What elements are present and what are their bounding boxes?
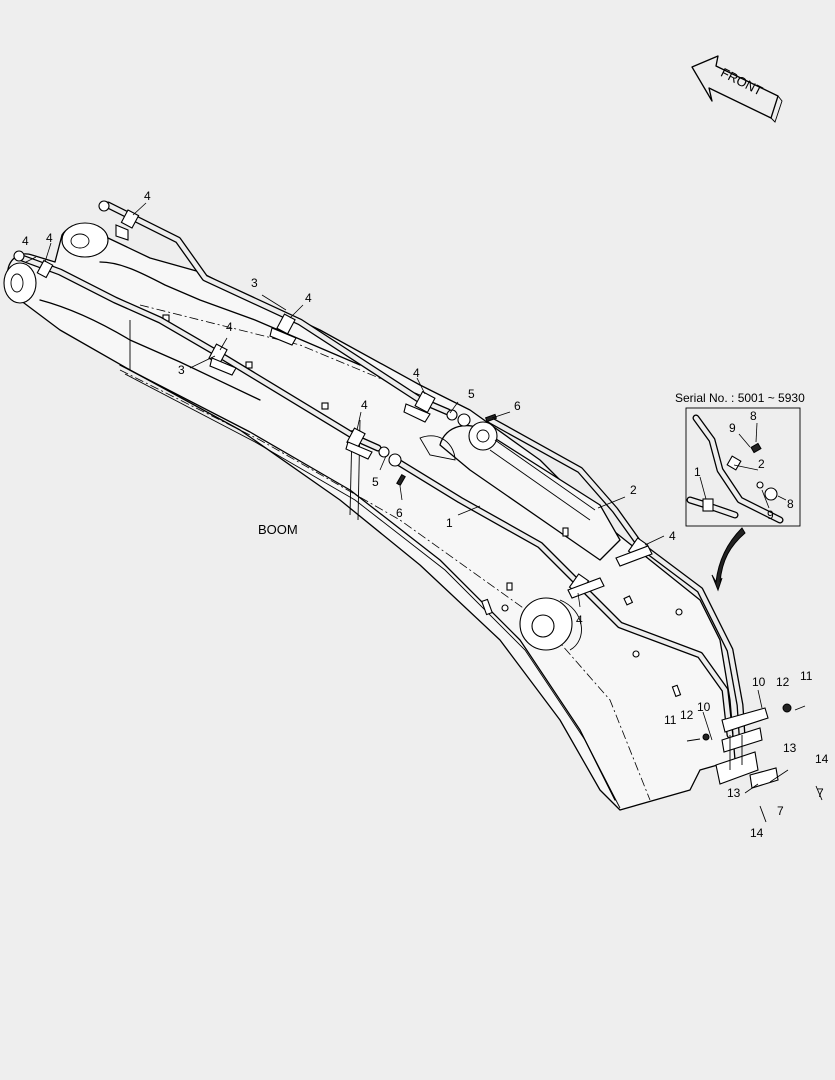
pipe-1 (394, 458, 734, 739)
callout: 4 (46, 231, 53, 245)
callout: 12 (776, 675, 790, 689)
callout: 4 (226, 320, 233, 334)
callout: 5 (372, 475, 379, 489)
callout: 6 (396, 506, 403, 520)
callout: 13 (727, 786, 741, 800)
callout: 2 (630, 483, 637, 497)
callout: 8 (750, 409, 757, 423)
front-label: FRONT (718, 65, 765, 99)
callouts: 4 4 4 3 4 3 4 4 5 6 4 5 6 1 2 4 4 10 12 … (22, 189, 829, 840)
pipe-2 (486, 416, 746, 739)
callout: 8 (787, 497, 794, 511)
callout: 14 (750, 826, 764, 840)
serial-detail-inset: Serial No. : 5001 ~ 5930 (675, 391, 805, 592)
callout: 3 (251, 276, 258, 290)
callout: 5 (468, 387, 475, 401)
callout: 12 (680, 708, 694, 722)
callout: 3 (178, 363, 185, 377)
callout: 10 (752, 675, 766, 689)
callout: 4 (576, 613, 583, 627)
callout: 4 (361, 398, 368, 412)
pipe-bracket-assembly (686, 703, 823, 823)
callout: 14 (815, 752, 829, 766)
callout: 4 (305, 291, 312, 305)
callout: 6 (514, 399, 521, 413)
boom-body (3, 222, 736, 811)
fittings (13, 200, 498, 487)
callout: 2 (758, 457, 765, 471)
callout: 13 (783, 741, 797, 755)
callout: 1 (694, 465, 701, 479)
callout: 9 (767, 508, 774, 522)
callout: 4 (413, 366, 420, 380)
callout: 7 (777, 804, 784, 818)
callout: 4 (144, 189, 151, 203)
callout: 10 (697, 700, 711, 714)
boom-label: BOOM (258, 522, 298, 537)
callout: 4 (22, 234, 29, 248)
callout: 4 (669, 529, 676, 543)
callout: 1 (446, 516, 453, 530)
leader-lines (25, 202, 789, 794)
clamps (36, 209, 653, 599)
callout: 11 (664, 713, 677, 727)
callout: 11 (800, 669, 813, 683)
callout: 9 (729, 421, 736, 435)
callout: 7 (817, 786, 824, 800)
serial-label: Serial No. : 5001 ~ 5930 (675, 391, 805, 405)
front-arrow-icon: FRONT (691, 55, 783, 123)
